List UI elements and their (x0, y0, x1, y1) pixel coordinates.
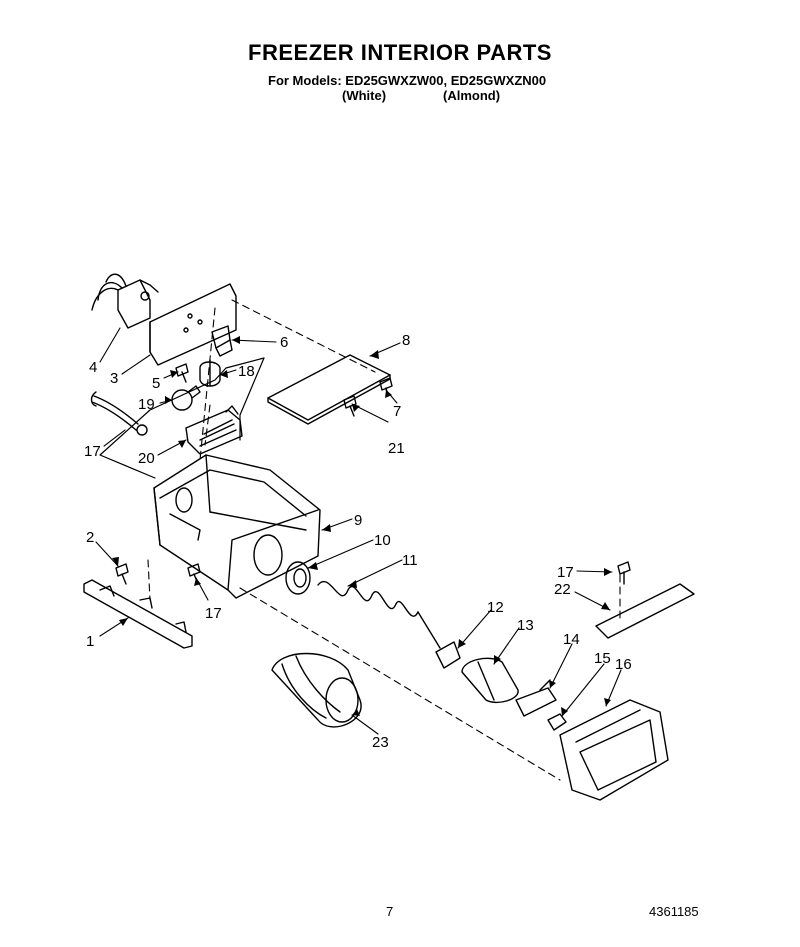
callout-21: 20 (138, 450, 155, 467)
variant-almond: (Almond) (443, 88, 501, 103)
callout-22: 21 (388, 440, 405, 457)
coupling-part-24 (271, 652, 362, 728)
callout-11: 11 (402, 552, 418, 569)
callout-3: 3 (110, 370, 118, 387)
screw-part-5 (175, 363, 189, 383)
arrowheads (112, 336, 612, 716)
screw-part-22 (343, 395, 357, 417)
strip-part-23 (595, 583, 695, 639)
callout-7: 7 (393, 403, 401, 420)
housing-part-9 (153, 454, 321, 599)
nut-part-15 (547, 713, 567, 731)
cluster-outline (99, 357, 265, 479)
callout-13: 13 (517, 617, 534, 634)
page-number: 7 (386, 904, 394, 919)
callout-6: 6 (280, 334, 288, 351)
screw-part-17-right (617, 561, 631, 585)
callout-24: 23 (372, 734, 389, 751)
callout-1: 1 (86, 633, 94, 650)
callout-18: 17 (84, 443, 101, 460)
variant-white: (White) (342, 88, 387, 103)
screw-part-2 (115, 563, 129, 585)
document-number: 4361185 (649, 904, 699, 919)
ring-part-10 (285, 561, 311, 595)
callout-19: 18 (238, 363, 255, 380)
rail-part-1 (83, 579, 193, 649)
callout-10: 10 (374, 532, 391, 549)
crusher-part-13 (461, 657, 519, 704)
auger-part-11 (317, 580, 441, 649)
callout-4: 4 (89, 359, 97, 376)
callout-20: 19 (138, 396, 155, 413)
callout-17-left: 17 (205, 605, 222, 622)
page-title: FREEZER INTERIOR PARTS (248, 40, 552, 65)
bracket-part-3 (149, 283, 237, 366)
wire-harness-part-18 (90, 391, 148, 436)
leader-lines (95, 327, 622, 735)
callout-5: 5 (152, 375, 160, 392)
callout-15: 15 (594, 650, 611, 667)
callout-8: 8 (402, 332, 410, 349)
callout-9: 9 (354, 512, 362, 529)
motor-part-4 (91, 273, 159, 329)
callout-17-right: 17 (557, 564, 574, 581)
callout-14: 14 (563, 631, 580, 648)
models-line: For Models: ED25GWXZW00, ED25GWXZN00 (268, 73, 547, 88)
socket-part-19 (199, 359, 221, 387)
grille-part-21 (185, 405, 243, 455)
callout-labels: 4 3 5 6 8 18 19 17 20 7 21 9 10 11 2 17 … (84, 332, 632, 751)
bracket-part-14 (515, 679, 557, 717)
callout-23: 22 (554, 581, 571, 598)
chute-part-16 (559, 699, 669, 801)
blade-part-12 (435, 641, 461, 669)
callout-16: 16 (615, 656, 632, 673)
callout-12: 12 (487, 599, 504, 616)
callout-2: 2 (86, 529, 94, 546)
clip-part-6 (211, 325, 233, 357)
